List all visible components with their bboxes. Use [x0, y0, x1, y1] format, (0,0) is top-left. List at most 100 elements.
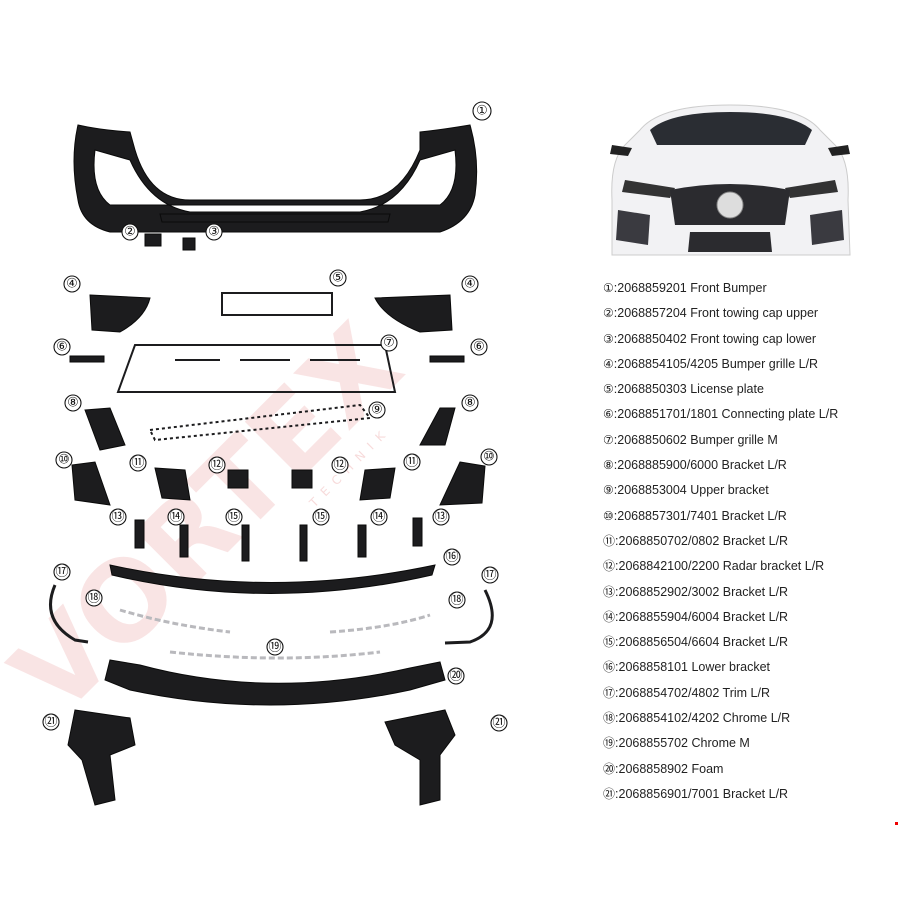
towing-cap-lower-part [182, 237, 196, 251]
label-8-left: ⑧ [64, 394, 82, 412]
legend-item: ⑯:2068858101 Lower bracket [603, 658, 838, 683]
label-11-right: ⑪ [403, 453, 421, 471]
label-17-right: ⑰ [481, 566, 499, 584]
legend-item: ⑩:2068857301/7401 Bracket L/R [603, 507, 838, 532]
label-10-right: ⑩ [480, 448, 498, 466]
legend-number: ⑲ [603, 736, 616, 751]
legend-item: ②:2068857204 Front towing cap upper [603, 304, 838, 329]
legend-number: ⑨ [603, 483, 614, 498]
part-labels: ① ② ③ ④ ④ ⑤ ⑥ ⑥ ⑦ ⑧ ⑧ ⑨ ⑩ ⑩ ⑪ ⑪ ⑫ ⑫ ⑬ ⑬ … [42, 101, 508, 732]
legend-item: ⑤:2068850303 License plate [603, 380, 838, 405]
label-12-left: ⑫ [208, 456, 226, 474]
chrome-right-part [329, 613, 431, 634]
bracket-21-right-part [384, 709, 456, 806]
label-8-right: ⑧ [461, 394, 479, 412]
bumper-grille-m-part [116, 344, 397, 393]
svg-text:⑳: ⑳ [449, 669, 462, 684]
label-4-right: ④ [461, 275, 479, 293]
label-10-left: ⑩ [55, 451, 73, 469]
legend-number: ⑤ [603, 382, 614, 397]
label-13-left: ⑬ [109, 508, 127, 526]
legend-item: ④:2068854105/4205 Bumper grille L/R [603, 355, 838, 380]
legend-item: ㉑:2068856901/7001 Bracket L/R [603, 785, 838, 810]
label-14-right: ⑭ [370, 508, 388, 526]
legend-number: ⑰ [603, 685, 616, 700]
bracket-11-right-part [359, 467, 396, 501]
legend-item: ⑦:2068850602 Bumper grille M [603, 431, 838, 456]
legend-text: :2068857301/7401 Bracket L/R [613, 508, 787, 523]
bracket-15-right-part [299, 524, 308, 562]
legend-number: ⑥ [603, 407, 614, 422]
legend-item: ⑧:2068885900/6000 Bracket L/R [603, 456, 838, 481]
legend-text: :2068858902 Foam [615, 761, 724, 776]
legend-text: :2068854102/4202 Chrome L/R [615, 711, 791, 726]
svg-text:⑧: ⑧ [464, 396, 476, 411]
svg-text:⑪: ⑪ [405, 455, 418, 470]
svg-text:⑭: ⑭ [372, 510, 385, 525]
bracket-10-right-part [439, 461, 486, 506]
svg-text:⑮: ⑮ [314, 510, 327, 525]
bracket-10-left-part [71, 461, 111, 506]
legend-text: :2068859201 Front Bumper [613, 281, 767, 295]
svg-text:⑪: ⑪ [131, 456, 144, 471]
svg-text:②: ② [124, 225, 136, 240]
legend-number: ⑳ [603, 761, 616, 776]
legend-text: :2068885900/6000 Bracket L/R [613, 458, 787, 473]
legend-text: :2068855904/6004 Bracket L/R [615, 609, 789, 624]
legend-number: ① [603, 281, 614, 295]
legend-number: ⑫ [603, 559, 616, 574]
svg-text:①: ① [476, 104, 488, 119]
legend-number: ⑪ [603, 533, 616, 548]
svg-text:⑤: ⑤ [332, 271, 344, 286]
label-21-left: ㉑ [42, 713, 60, 731]
label-16: ⑯ [443, 548, 461, 566]
legend-number: ⑭ [603, 609, 616, 624]
legend-item: ⑫:2068842100/2200 Radar bracket L/R [603, 557, 838, 582]
legend-text: :2068853004 Upper bracket [613, 483, 769, 498]
legend-text: :2068855702 Chrome M [615, 736, 750, 751]
label-3: ③ [205, 223, 223, 241]
bracket-8-left-part [84, 407, 126, 451]
legend-number: ㉑ [603, 786, 616, 801]
legend-text: :2068856504/6604 Bracket L/R [615, 635, 789, 650]
legend-text: :2068852902/3002 Bracket L/R [615, 584, 789, 599]
legend-number: ⑦ [603, 432, 614, 447]
front-bumper-part [73, 124, 478, 233]
bracket-14-right-part [357, 524, 367, 558]
license-plate-part [221, 292, 333, 316]
label-6-right: ⑥ [470, 338, 488, 356]
trim-right-part [444, 589, 494, 645]
legend-item: ⑲:2068855702 Chrome M [603, 734, 838, 759]
legend-item: ⑮:2068856504/6604 Bracket L/R [603, 633, 838, 658]
svg-text:⑩: ⑩ [483, 450, 495, 465]
svg-text:㉑: ㉑ [44, 715, 57, 730]
legend-number: ④ [603, 356, 614, 371]
legend-number: ③ [603, 331, 614, 346]
towing-cap-upper-part [144, 233, 162, 247]
label-7: ⑦ [380, 334, 398, 352]
connecting-plate-right-part [429, 355, 465, 363]
label-17-left: ⑰ [53, 563, 71, 581]
label-5: ⑤ [329, 269, 347, 287]
legend-number: ⑮ [603, 635, 616, 650]
radar-bracket-left-part [227, 469, 249, 489]
car-front-photo [610, 104, 851, 256]
legend-item: ⑰:2068854702/4802 Trim L/R [603, 684, 838, 709]
label-12-right: ⑫ [331, 456, 349, 474]
legend-number: ⑬ [603, 584, 616, 599]
bracket-11-left-part [154, 467, 191, 501]
svg-text:④: ④ [66, 277, 78, 292]
red-dot [895, 822, 898, 825]
svg-text:④: ④ [464, 277, 476, 292]
svg-text:⑬: ⑬ [434, 510, 447, 525]
label-2: ② [121, 223, 139, 241]
svg-text:⑯: ⑯ [445, 550, 458, 565]
bumper-grille-left-part [89, 294, 151, 333]
trim-left-part [49, 584, 89, 644]
svg-text:⑰: ⑰ [55, 565, 68, 580]
bracket-21-left-part [67, 709, 136, 806]
radar-bracket-right-part [291, 469, 313, 489]
legend-item: ⑭:2068855904/6004 Bracket L/R [603, 608, 838, 633]
legend-number: ⑯ [603, 660, 616, 675]
svg-text:⑥: ⑥ [56, 340, 68, 355]
